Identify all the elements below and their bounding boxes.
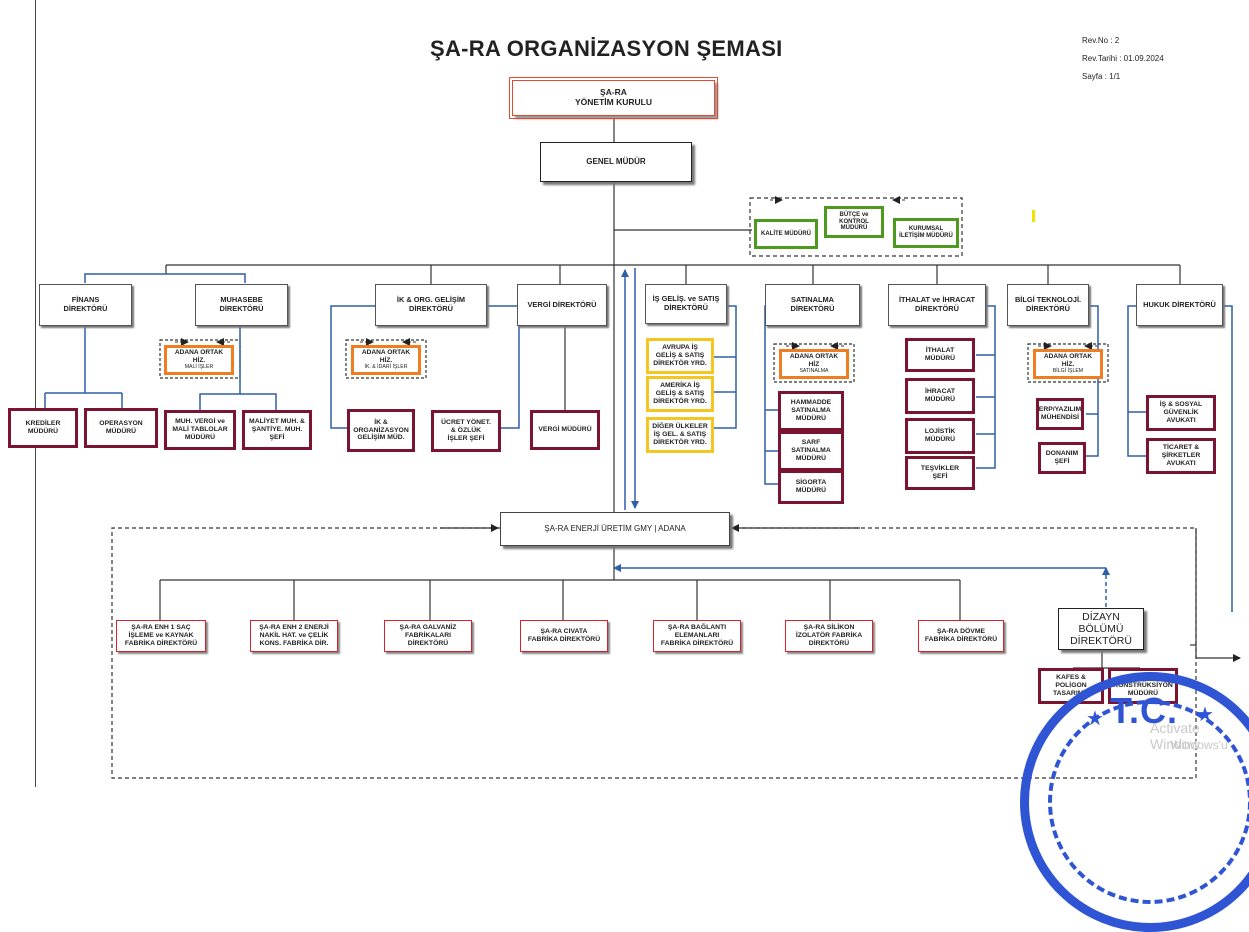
- tax-financials-manager-box[interactable]: MUH. VERGİ ve MALİ TABLOLAR MÜDÜRÜ: [164, 410, 236, 450]
- other-countries-deputy-box[interactable]: DİĞER ÜLKELER İŞ GEL. & SATIŞ DİREKTÖR Y…: [646, 417, 714, 453]
- quality-manager-box[interactable]: KALİTE MÜDÜRÜ: [754, 219, 818, 249]
- insurance-manager-box[interactable]: SİGORTA MÜDÜRÜ: [778, 470, 844, 504]
- corporate-comm-manager-box[interactable]: KURUMSAL İLETİŞİM MÜDÜRÜ: [893, 218, 959, 248]
- consumables-purchasing-box[interactable]: SARF SATINALMA MÜDÜRÜ: [778, 431, 844, 471]
- raw-material-purchasing-box[interactable]: HAMMADDE SATINALMA MÜDÜRÜ: [778, 391, 844, 431]
- tax-director-box[interactable]: VERGİ DİREKTÖRÜ: [517, 284, 607, 326]
- credits-manager-box[interactable]: KREDİLER MÜDÜRÜ: [8, 408, 78, 448]
- adana-box-sub: SATINALMA: [799, 368, 829, 375]
- adana-box-sub: BİLGİ İŞLEM: [1052, 368, 1084, 375]
- factory-silikon-box[interactable]: ŞA-RA SİLİKON İZOLATÖR FABRİKA DİREKTÖRÜ: [785, 620, 873, 652]
- accounting-director-box[interactable]: MUHASEBE DİREKTÖRÜ: [195, 284, 288, 326]
- energy-gmy-box[interactable]: ŞA-RA ENERJİ ÜRETİM GMY | ADANA: [500, 512, 730, 546]
- erp-engineer-box[interactable]: ERP/YAZILIM MÜHENDİSİ: [1036, 398, 1084, 430]
- hr-director-box[interactable]: İK & ORG. GELİŞİM DİREKTÖRÜ: [375, 284, 487, 326]
- adana-box-title: ADANA ORTAK HİZ.: [1043, 352, 1093, 368]
- hr-org-dev-manager-box[interactable]: İK & ORGANİZASYON GELİŞİM MÜD.: [347, 409, 415, 452]
- finance-director-box[interactable]: FİNANS DİREKTÖRÜ: [39, 284, 132, 326]
- adana-box-title: ADANA ORTAK HİZ.: [361, 348, 411, 364]
- seal-text: T.C.: [1110, 690, 1179, 731]
- europe-deputy-box[interactable]: AVRUPA İŞ GELİŞ & SATIŞ DİREKTÖR YRD.: [646, 338, 714, 374]
- commercial-lawyer-box[interactable]: TİCARET & ŞİRKETLER AVUKATI: [1146, 438, 1216, 474]
- factory-civata-box[interactable]: ŞA-RA CIVATA FABRİKA DİREKTÖRÜ: [520, 620, 608, 652]
- business-dev-director-box[interactable]: İŞ GELİŞ. ve SATIŞ DİREKTÖRÜ: [645, 284, 727, 324]
- import-manager-box[interactable]: İTHALAT MÜDÜRÜ: [905, 338, 975, 372]
- tax-manager-box[interactable]: VERGİ MÜDÜRÜ: [530, 410, 600, 450]
- board-box[interactable]: ŞA-RA YÖNETİM KURULU: [509, 77, 718, 119]
- factory-enh1-box[interactable]: ŞA-RA ENH 1 SAÇ İŞLEME ve KAYNAK FABRİKA…: [116, 620, 206, 652]
- export-manager-box[interactable]: İHRACAT MÜDÜRÜ: [905, 378, 975, 414]
- rev-no: Rev.No : 2: [1082, 36, 1120, 45]
- social-security-lawyer-box[interactable]: İŞ & SOSYAL GÜVENLİK AVUKATI: [1146, 395, 1216, 431]
- rev-date: Rev.Tarihi : 01.09.2024: [1082, 54, 1164, 63]
- factory-enh2-box[interactable]: ŞA-RA ENH 2 ENERJİ NAKİL HAT. ve ÇELİK K…: [250, 620, 338, 652]
- legal-director-box[interactable]: HUKUK DİREKTÖRÜ: [1136, 284, 1223, 326]
- page-number: Sayfa : 1/1: [1082, 72, 1121, 81]
- purchasing-director-box[interactable]: SATINALMA DİREKTÖRÜ: [765, 284, 860, 326]
- payroll-chief-box[interactable]: ÜCRET YÖNET. & ÖZLÜK İŞLER ŞEFİ: [431, 410, 501, 452]
- adana-box-sub: MALİ İŞLER: [184, 364, 214, 371]
- chart-title: ŞA-RA ORGANİZASYON ŞEMASI: [430, 36, 783, 61]
- hardware-chief-box[interactable]: DONANIM ŞEFİ: [1038, 442, 1086, 474]
- activation-watermark-line2: Windows'u: [1170, 738, 1228, 752]
- adana-box-title: ADANA ORTAK HİZ.: [174, 348, 224, 364]
- it-director-box[interactable]: BİLGİ TEKNOLOJİ. DİREKTÖRÜ: [1007, 284, 1089, 326]
- seal-star-icon: ★: [1086, 708, 1104, 730]
- adana-shared-hr-box[interactable]: ADANA ORTAK HİZ.İK. & İDARİ İŞLER: [351, 345, 421, 375]
- seal-star-icon: ★: [1196, 704, 1214, 726]
- adana-shared-finance-box[interactable]: ADANA ORTAK HİZ.MALİ İŞLER: [164, 345, 234, 375]
- page-left-rule: [35, 0, 36, 787]
- america-deputy-box[interactable]: AMERİKA İŞ GELİŞ & SATIŞ DİREKTÖR YRD.: [646, 376, 714, 412]
- design-director-box[interactable]: DİZAYN BÖLÜMÜ DİREKTÖRÜ: [1058, 608, 1144, 650]
- factory-dovme-box[interactable]: ŞA-RA DÖVME FABRİKA DİREKTÖRÜ: [918, 620, 1004, 652]
- yellow-marker: [1032, 210, 1035, 222]
- activation-watermark-line1: Activate Window: [1150, 720, 1200, 752]
- cost-accounting-chief-box[interactable]: MALİYET MUH. & ŞANTİYE. MUH. ŞEFİ: [242, 410, 312, 450]
- budget-control-manager-box[interactable]: BÜTÇE ve KONTROL MÜDÜRÜ: [824, 206, 884, 238]
- logistics-manager-box[interactable]: LOJİSTİK MÜDÜRÜ: [905, 418, 975, 454]
- incentives-chief-box[interactable]: TEŞVİKLER ŞEFİ: [905, 456, 975, 490]
- factory-baglanti-box[interactable]: ŞA-RA BAĞLANTI ELEMANLARI FABRİKA DİREKT…: [653, 620, 741, 652]
- adana-box-title: ADANA ORTAK HİZ: [789, 352, 839, 368]
- adana-box-sub: İK. & İDARİ İŞLER: [364, 364, 408, 371]
- factory-galvaniz-box[interactable]: ŞA-RA GALVANİZ FABRİKALARI DİREKTÖRÜ: [384, 620, 472, 652]
- general-manager-box[interactable]: GENEL MÜDÜR: [540, 142, 692, 182]
- adana-shared-it-box[interactable]: ADANA ORTAK HİZ.BİLGİ İŞLEM: [1033, 349, 1103, 379]
- import-export-director-box[interactable]: İTHALAT ve İHRACAT DİREKTÖRÜ: [888, 284, 986, 326]
- operations-manager-box[interactable]: OPERASYON MÜDÜRÜ: [84, 408, 158, 448]
